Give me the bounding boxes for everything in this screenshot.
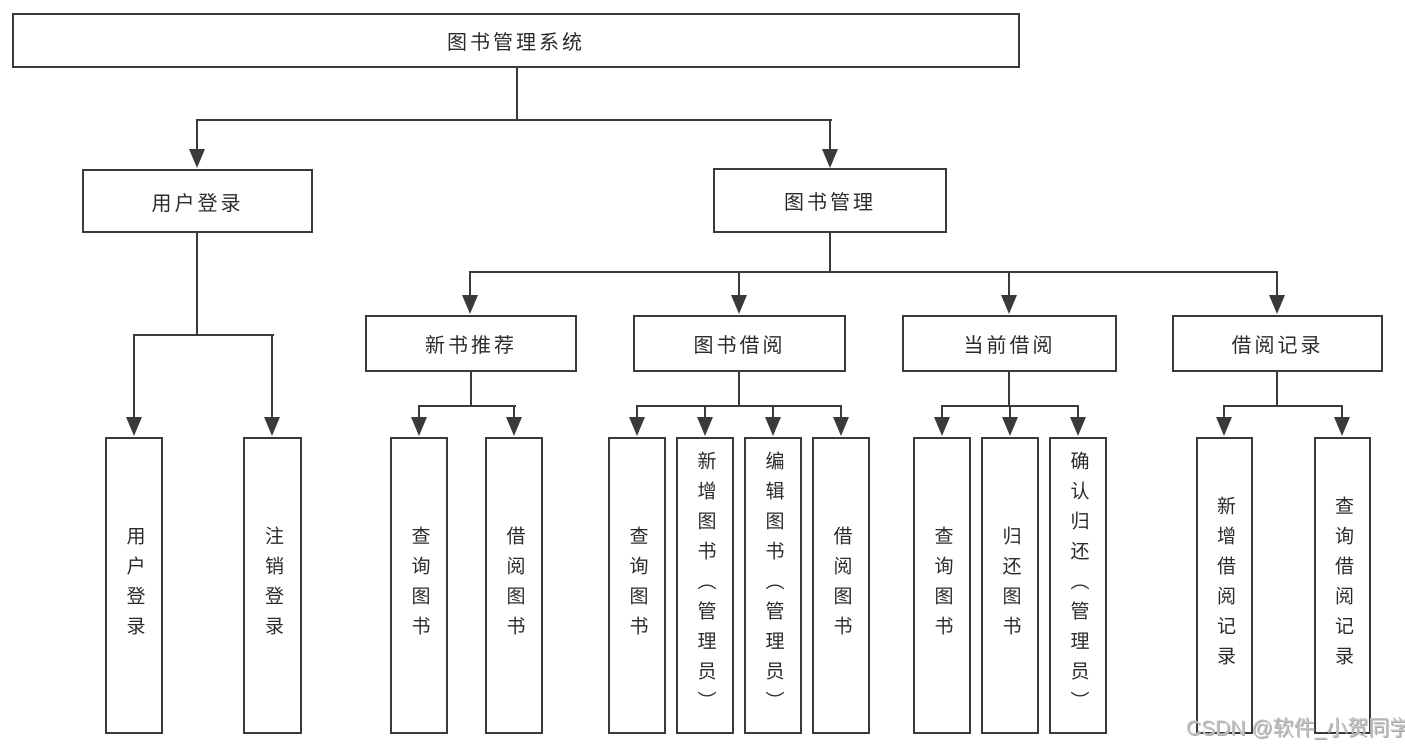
leaf-add-books-admin: 新增图书（管理员） [676, 437, 734, 734]
leaf-borrow-books: 借阅图书 [812, 437, 870, 734]
leaf-borrow-books-recommend: 借阅图书 [485, 437, 543, 734]
node-label: 新书推荐 [425, 335, 517, 357]
connector-line [829, 119, 831, 152]
leaf-edit-books-admin: 编辑图书（管理员） [744, 437, 802, 734]
connector-line [636, 405, 638, 419]
leaf-query-borrow-record: 查询借阅记录 [1314, 437, 1371, 734]
leaf-query-books-current: 查询图书 [913, 437, 971, 734]
leaf-label: 编辑图书（管理员） [762, 450, 784, 721]
connector-line [829, 233, 831, 273]
leaf-label: 借阅图书 [830, 525, 852, 646]
leaf-query-books-recommend: 查询图书 [390, 437, 448, 734]
node-book-management: 图书管理 [713, 168, 947, 233]
node-book-borrowing: 图书借阅 [633, 315, 846, 372]
leaf-query-books-borrowing: 查询图书 [608, 437, 666, 734]
connector-line [133, 334, 274, 336]
leaf-label: 查询图书 [931, 525, 953, 646]
arrowhead-down-icon [934, 417, 950, 436]
node-label: 图书管理 [784, 192, 876, 214]
node-label: 当前借阅 [963, 335, 1056, 357]
node-label: 图书管理系统 [447, 32, 585, 54]
connector-line [738, 372, 740, 407]
connector-line [704, 405, 706, 419]
arrowhead-down-icon [1216, 417, 1232, 436]
node-label: 用户登录 [151, 192, 244, 215]
connector-line [840, 405, 842, 419]
connector-line [1009, 405, 1011, 419]
connector-line [1008, 372, 1010, 407]
connector-line [772, 405, 774, 419]
node-user-login: 用户登录 [82, 169, 313, 233]
arrowhead-down-icon [731, 295, 747, 314]
connector-line [636, 405, 842, 407]
leaf-label: 查询借阅记录 [1332, 495, 1353, 676]
connector-line [470, 372, 472, 407]
connector-line [271, 334, 273, 419]
leaf-logout: 注销登录 [243, 437, 302, 734]
leaf-add-borrow-record: 新增借阅记录 [1196, 437, 1253, 734]
leaf-confirm-return-admin: 确认归还（管理员） [1049, 437, 1107, 734]
connector-line [1077, 405, 1079, 419]
leaf-label: 用户登录 [123, 525, 145, 646]
leaf-label: 查询图书 [626, 525, 648, 646]
leaf-label: 确认归还（管理员） [1067, 450, 1089, 721]
arrowhead-down-icon [1070, 417, 1086, 436]
leaf-label: 新增借阅记录 [1214, 495, 1235, 676]
connector-line [1008, 271, 1010, 298]
connector-line [516, 68, 518, 120]
arrowhead-down-icon [822, 149, 838, 168]
leaf-return-books: 归还图书 [981, 437, 1039, 734]
connector-line [1276, 271, 1278, 298]
connector-line [196, 119, 198, 152]
arrowhead-down-icon [411, 417, 427, 436]
connector-line [418, 405, 516, 407]
arrowhead-down-icon [1269, 295, 1285, 314]
node-new-book-recommend: 新书推荐 [365, 315, 577, 372]
connector-line [1223, 405, 1343, 407]
leaf-label: 注销登录 [262, 525, 283, 646]
connector-line [1341, 405, 1343, 419]
node-current-borrowing: 当前借阅 [902, 315, 1117, 372]
connector-line [941, 405, 943, 419]
arrowhead-down-icon [1334, 417, 1350, 436]
node-label: 借阅记录 [1231, 335, 1324, 357]
connector-line [133, 334, 135, 419]
connector-line [1276, 372, 1278, 407]
leaf-label: 归还图书 [999, 525, 1021, 646]
node-borrowing-records: 借阅记录 [1172, 315, 1383, 372]
leaf-label: 借阅图书 [503, 525, 525, 646]
arrowhead-down-icon [126, 417, 142, 436]
arrowhead-down-icon [1002, 417, 1018, 436]
connector-line [513, 405, 515, 419]
leaf-user-login: 用户登录 [105, 437, 163, 734]
leaf-label: 查询图书 [408, 525, 430, 646]
arrowhead-down-icon [629, 417, 645, 436]
arrowhead-down-icon [189, 149, 205, 168]
leaf-label: 新增图书（管理员） [694, 450, 716, 721]
arrowhead-down-icon [264, 417, 280, 436]
arrowhead-down-icon [833, 417, 849, 436]
csdn-watermark: CSDN @软件_小贺同学 [1186, 717, 1405, 740]
connector-line [196, 119, 832, 121]
node-label: 图书借阅 [693, 335, 786, 357]
connector-line [418, 405, 420, 419]
arrowhead-down-icon [1001, 295, 1017, 314]
connector-line [469, 271, 1278, 273]
connector-line [196, 233, 198, 336]
node-library-management-system: 图书管理系统 [12, 13, 1020, 68]
connector-line [1223, 405, 1225, 419]
arrowhead-down-icon [765, 417, 781, 436]
connector-line [738, 271, 740, 298]
connector-line [469, 271, 471, 298]
arrowhead-down-icon [462, 295, 478, 314]
arrowhead-down-icon [506, 417, 522, 436]
arrowhead-down-icon [697, 417, 713, 436]
